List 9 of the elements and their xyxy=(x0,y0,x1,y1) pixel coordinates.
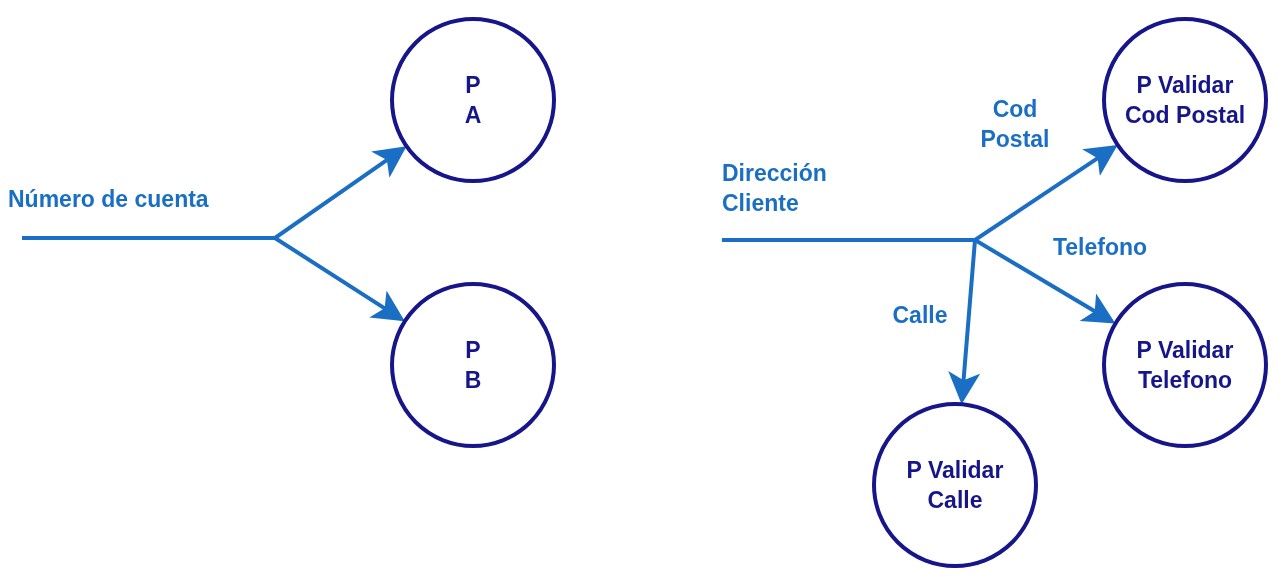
arrow xyxy=(722,238,981,405)
process-name: P Validar Cod Postal xyxy=(1123,71,1247,130)
process-name: P B xyxy=(463,336,483,395)
process-name: P Validar Calle xyxy=(905,456,1005,515)
process-name: P Validar Telefono xyxy=(1135,336,1235,395)
arrow xyxy=(22,236,405,322)
process-name: P A xyxy=(463,71,483,130)
flow-label: Número de cuenta xyxy=(8,185,210,214)
flow-label: Dirección Cliente xyxy=(722,159,828,218)
